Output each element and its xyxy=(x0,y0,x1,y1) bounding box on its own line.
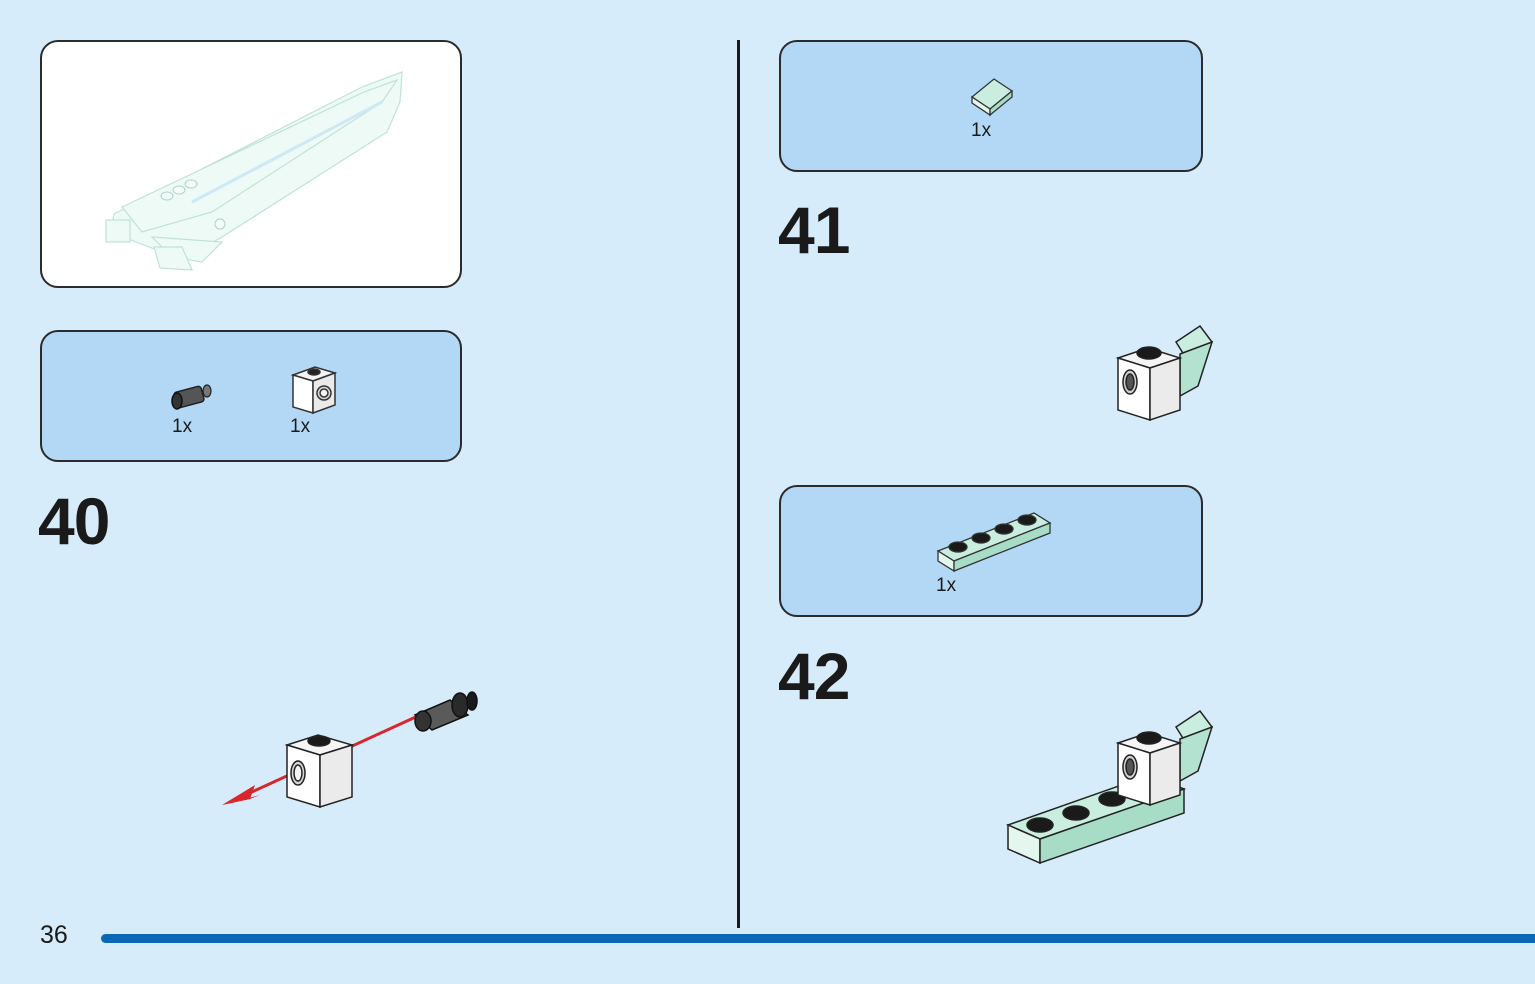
part-qty-slope: 1x xyxy=(971,120,992,141)
step-42-assembly-illustration xyxy=(1005,709,1214,865)
mint-plate-1x4-icon xyxy=(936,512,1052,573)
model-preview-box xyxy=(40,40,462,288)
step-number-41: 41 xyxy=(778,193,850,267)
part-qty-pin: 1x xyxy=(172,416,193,437)
part-qty-brick: 1x xyxy=(290,416,311,437)
step-number-42: 42 xyxy=(778,639,850,713)
part-qty-plate: 1x xyxy=(936,575,957,596)
step-41-assembly-illustration xyxy=(1115,324,1214,422)
step-41-parts-box: 1x xyxy=(779,40,1203,172)
page-progress-bar xyxy=(101,934,1535,943)
dark-gray-connector-pin-icon xyxy=(171,384,212,410)
mint-slope-tile-icon xyxy=(970,78,1014,117)
ship-hull-model-illustration xyxy=(105,71,403,271)
step-40-parts-box: 1x 1x xyxy=(40,330,462,462)
column-divider xyxy=(737,40,740,928)
step-number-40: 40 xyxy=(38,484,110,558)
step-42-parts-box: 1x xyxy=(779,485,1203,617)
step-40-assembly-illustration xyxy=(222,691,478,809)
page-number: 36 xyxy=(40,921,68,949)
white-technic-brick-icon xyxy=(290,366,338,415)
